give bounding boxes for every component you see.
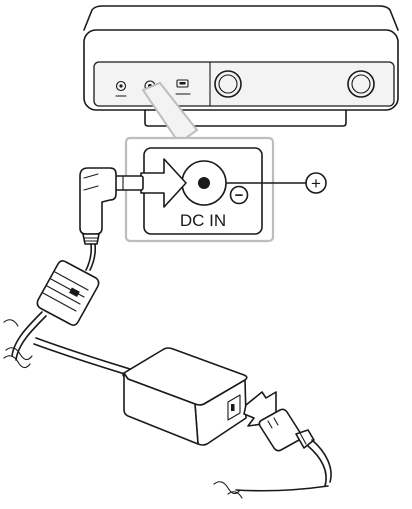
ferrite-core-icon	[36, 260, 100, 326]
cable-break-mark	[213, 481, 241, 495]
cable-break-mark	[3, 319, 19, 327]
ac-power-cord	[311, 439, 332, 483]
dc-cable-curve	[15, 315, 47, 361]
ac-power-cord	[235, 485, 329, 492]
dc-in-label: DC IN	[180, 211, 226, 230]
dc-cable-segment	[85, 243, 93, 271]
right-knob-icon	[347, 70, 375, 98]
negative-symbol: −	[235, 187, 244, 204]
dc-cable-segment	[89, 243, 97, 271]
insertion-arrow-icon	[140, 158, 187, 208]
dc-plug-icon	[79, 167, 144, 245]
positive-terminal-icon: +	[305, 172, 327, 194]
negative-terminal-icon: −	[229, 185, 249, 205]
positive-symbol: +	[311, 174, 321, 193]
aux-port-icon	[115, 80, 127, 97]
cable-break-mark	[5, 347, 33, 361]
power-adapter-icon	[122, 347, 248, 446]
usb-port-icon	[175, 79, 191, 95]
adapter-cable	[33, 343, 139, 379]
adapter-cable	[35, 337, 141, 373]
ac-plug-icon	[258, 408, 315, 452]
left-knob-icon	[214, 70, 242, 98]
speaker-device-icon	[83, 5, 399, 127]
cable-break-mark	[227, 491, 243, 499]
cable-break-mark	[3, 355, 31, 369]
dc-cable-curve	[11, 311, 43, 357]
ac-power-cord	[307, 445, 327, 487]
